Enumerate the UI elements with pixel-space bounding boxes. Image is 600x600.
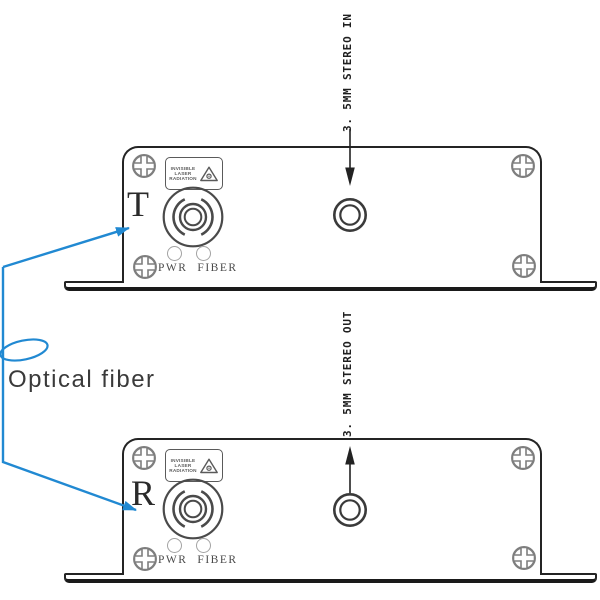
laser-warning-label: INVISIBLE LASER RADIATION: [165, 157, 223, 190]
pwr-led-label: PWR: [158, 262, 188, 274]
laser-warning-triangle-icon: [200, 166, 218, 181]
screw-icon: [511, 154, 535, 178]
screw-icon: [133, 255, 157, 279]
power-led: [167, 538, 182, 553]
transmitter-device: INVISIBLE LASER RADIATION T PWR FIBER: [64, 13, 597, 291]
led-labels: PWR FIBER: [158, 262, 238, 274]
receiver-device: INVISIBLE LASER RADIATION R PWR FIBER: [0, 292, 600, 600]
laser-warning-text: INVISIBLE LASER RADIATION: [169, 457, 197, 474]
arrow-up-icon: [345, 446, 355, 493]
led-labels: PWR FIBER: [158, 554, 238, 566]
laser-warning-triangle-icon: [200, 458, 218, 473]
receiver-designator: R: [131, 473, 156, 513]
fiber-connector-icon: [162, 186, 224, 248]
stereo-out-label: 3. 5MM STEREO OUT: [341, 310, 354, 437]
screw-icon: [512, 546, 536, 570]
fiber-led-label: FIBER: [197, 262, 238, 274]
screw-icon: [512, 254, 536, 278]
power-led: [167, 246, 182, 261]
stereo-in-label: 3. 5MM STEREO IN: [341, 13, 354, 132]
optical-fiber-label: Optical fiber: [8, 366, 156, 393]
fiber-led-label: FIBER: [197, 554, 238, 566]
transmitter-designator: T: [127, 184, 149, 224]
fiber-connector-icon: [162, 478, 224, 540]
laser-warning-text: INVISIBLE LASER RADIATION: [169, 165, 197, 182]
pwr-led-label: PWR: [158, 554, 188, 566]
screw-icon: [132, 154, 156, 178]
screw-icon: [132, 446, 156, 470]
screw-icon: [133, 547, 157, 571]
screw-icon: [511, 446, 535, 470]
fiber-led: [196, 538, 211, 553]
arrow-down-icon: [345, 129, 355, 186]
stereo-jack-icon: [333, 493, 367, 527]
stereo-jack-icon: [333, 198, 367, 232]
fiber-led: [196, 246, 211, 261]
laser-warning-label: INVISIBLE LASER RADIATION: [165, 449, 223, 482]
